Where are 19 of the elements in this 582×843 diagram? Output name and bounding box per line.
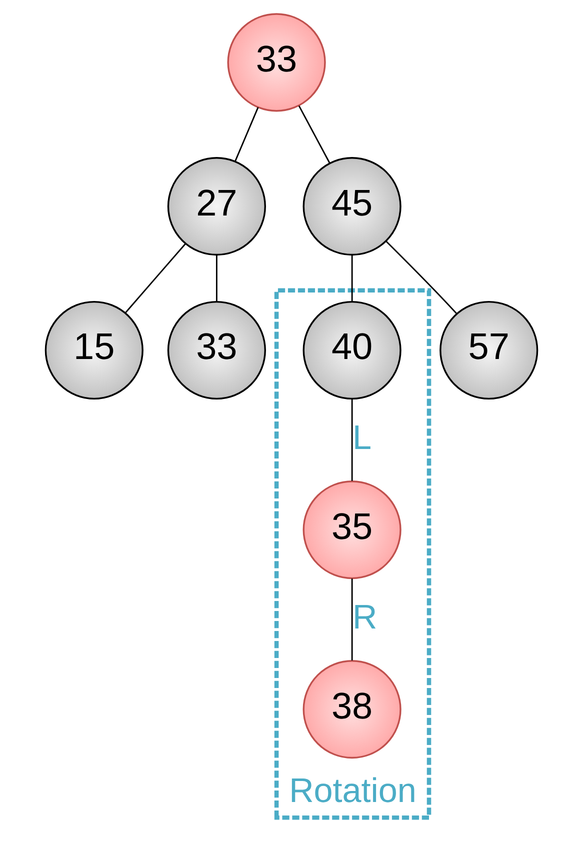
connector (385, 240, 456, 314)
edge-label: L (352, 418, 372, 457)
connector (350, 255, 352, 302)
node-circle: 33 (226, 13, 326, 112)
connector (124, 243, 186, 314)
connector (234, 107, 258, 162)
connector (298, 105, 330, 164)
node-circle: 35 (302, 480, 401, 580)
node-circle: 15 (44, 300, 143, 400)
node-circle: 45 (302, 157, 401, 256)
node-circle: 27 (166, 157, 266, 256)
node-circle: 38 (302, 660, 401, 759)
connector (215, 255, 217, 302)
edge-label: R (352, 598, 377, 636)
node-circle: 40 (302, 300, 401, 400)
node-circle: 33 (166, 300, 266, 400)
connector (350, 399, 352, 481)
connector (350, 578, 352, 660)
node-circle: 57 (439, 300, 538, 400)
